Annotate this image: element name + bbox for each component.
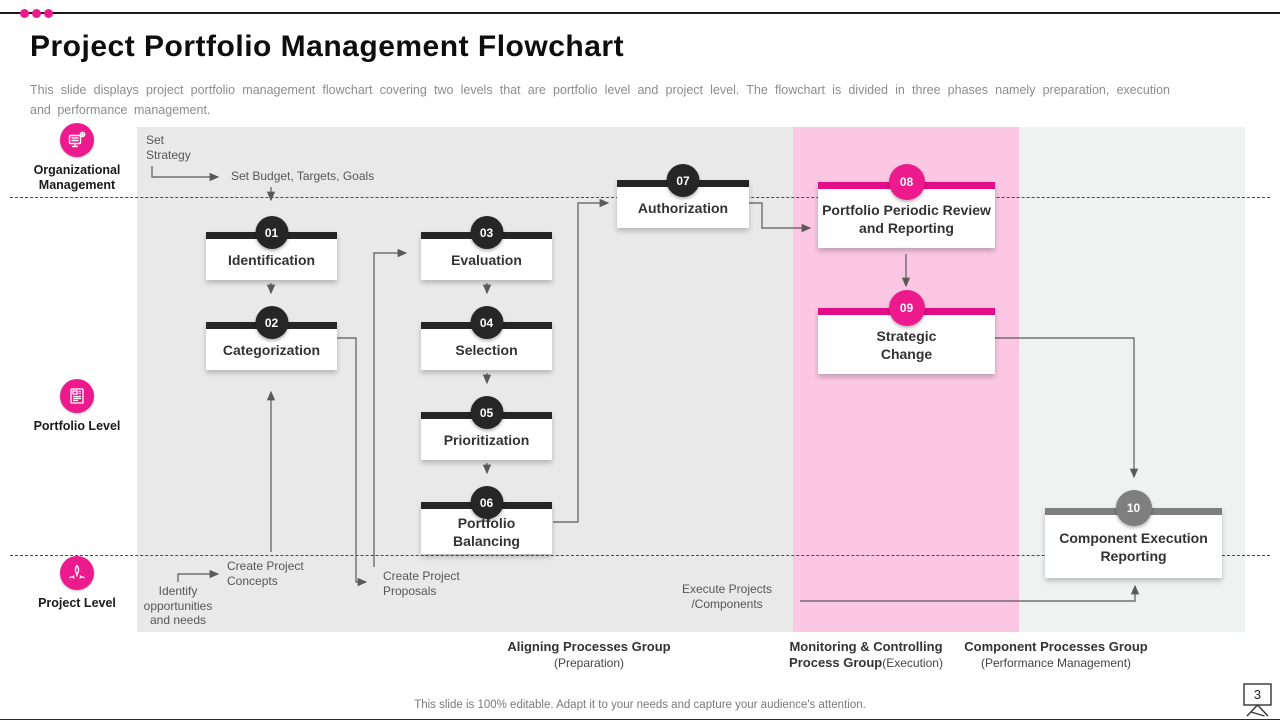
- step-number-badge: 08: [888, 164, 925, 200]
- report-document-icon: [60, 379, 94, 413]
- step-number-badge: 09: [888, 290, 925, 326]
- lane-label: Project Level: [38, 596, 116, 610]
- lane-project-level[interactable]: Project Level: [12, 556, 142, 611]
- decor-dot-2: [32, 9, 41, 18]
- top-rule-line: [0, 12, 1280, 14]
- group-subtitle: (Execution): [882, 656, 943, 670]
- box-label: Portfolio Balancing: [453, 514, 520, 549]
- box-label: Strategic Change: [876, 327, 937, 362]
- annotation-set-budget: Set Budget, Targets, Goals: [231, 169, 375, 183]
- flow-box-authorization[interactable]: 07 Authorization: [617, 164, 749, 228]
- box-label: Selection: [455, 341, 518, 358]
- step-number-badge: 10: [1115, 490, 1152, 526]
- box-label: Portfolio Periodic Review and Reporting: [822, 201, 991, 236]
- annotation-execute-projects: Execute Projects /Components: [681, 582, 773, 611]
- editable-note: This slide is 100% editable. Adapt it to…: [414, 699, 866, 711]
- group-label-aligning-processes: Aligning Processes Group (Preparation): [489, 639, 689, 671]
- flow-box-categorization[interactable]: 02 Categorization: [206, 306, 337, 370]
- group-title: Component Processes Group: [964, 639, 1148, 654]
- step-number-badge: 06: [470, 486, 503, 519]
- step-number-badge: 07: [666, 164, 700, 197]
- box-label: Evaluation: [451, 251, 522, 268]
- flow-box-prioritization[interactable]: 05 Prioritization: [421, 396, 552, 460]
- step-number-badge: 05: [470, 396, 503, 429]
- lane-portfolio-level[interactable]: Portfolio Level: [12, 379, 142, 434]
- step-number-badge: 04: [470, 306, 503, 339]
- annotation-set-strategy: Set Strategy: [146, 133, 191, 162]
- flow-box-evaluation[interactable]: 03 Evaluation: [421, 216, 552, 280]
- monitor-gear-icon: [60, 123, 94, 157]
- group-subtitle: (Performance Management): [980, 656, 1132, 670]
- box-label: Prioritization: [443, 431, 530, 448]
- flow-box-strategic-change[interactable]: 09 Strategic Change: [818, 290, 995, 374]
- lane-label: Portfolio Level: [33, 419, 121, 433]
- flow-box-component-execution-reporting[interactable]: 10 Component Execution Reporting: [1045, 490, 1222, 578]
- annotation-create-proposals: Create Project Proposals: [383, 569, 460, 598]
- page-title: Project Portfolio Management Flowchart: [30, 30, 625, 63]
- step-number-badge: 02: [255, 306, 288, 339]
- page-number-badge: 3: [1240, 681, 1276, 719]
- lane-label: Organizational Management: [33, 163, 121, 192]
- box-label: Identification: [227, 251, 316, 268]
- flow-box-portfolio-periodic-review[interactable]: 08 Portfolio Periodic Review and Reporti…: [818, 164, 995, 248]
- step-number-badge: 01: [255, 216, 288, 249]
- flow-box-portfolio-balancing[interactable]: 06 Portfolio Balancing: [421, 486, 552, 554]
- lane-divider-bottom: [10, 555, 1270, 556]
- annotation-identify-needs: Identify opportunities and needs: [143, 584, 213, 627]
- flow-box-identification[interactable]: 01 Identification: [206, 216, 337, 280]
- flow-box-selection[interactable]: 04 Selection: [421, 306, 552, 370]
- group-label-component-processes: Component Processes Group (Performance M…: [946, 639, 1166, 671]
- lane-organizational-management[interactable]: Organizational Management: [12, 123, 142, 193]
- box-label: Authorization: [637, 199, 729, 216]
- group-title: Monitoring & Controlling Process Group: [789, 639, 943, 670]
- step-number-badge: 03: [470, 216, 503, 249]
- box-label: Categorization: [222, 341, 321, 358]
- group-label-monitoring-controlling: Monitoring & Controlling Process Group(E…: [783, 639, 949, 671]
- rocket-in-hands-icon: [60, 556, 94, 590]
- slide-description: This slide displays project portfolio ma…: [30, 83, 1170, 117]
- page-number-text: 3: [1254, 687, 1261, 702]
- box-label: Component Execution Reporting: [1059, 529, 1208, 564]
- group-subtitle: (Preparation): [553, 656, 625, 670]
- decor-dot-1: [20, 9, 29, 18]
- annotation-create-concepts: Create Project Concepts: [227, 559, 304, 588]
- group-title: Aligning Processes Group: [507, 639, 671, 654]
- decor-dot-3: [44, 9, 53, 18]
